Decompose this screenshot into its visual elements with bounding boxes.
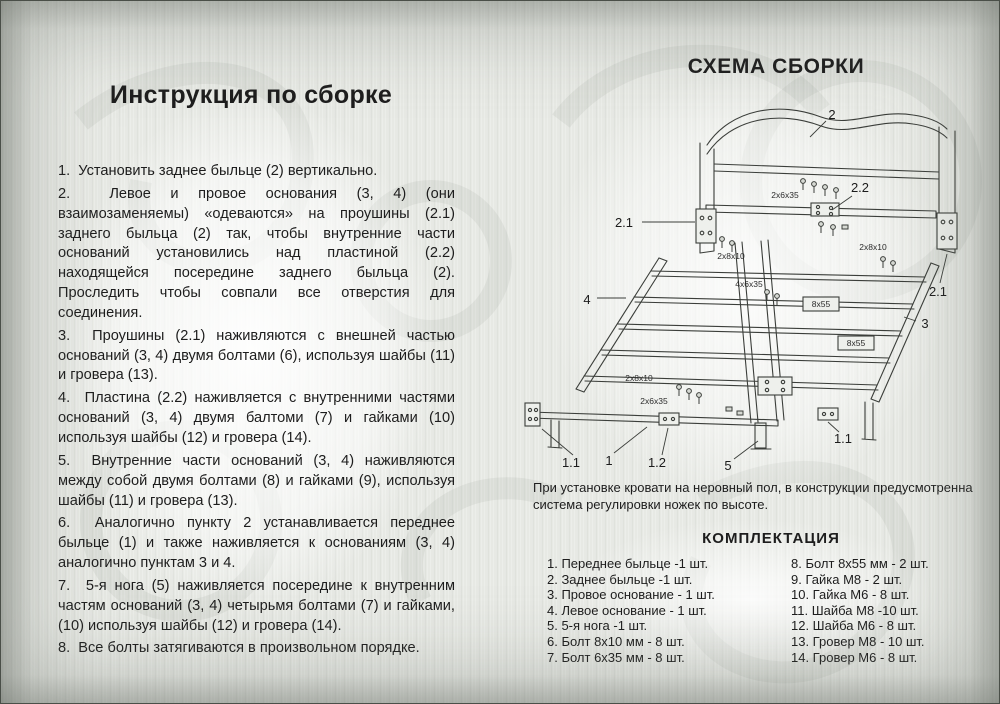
fifth-leg-drawing (750, 422, 772, 450)
side-rail-left-drawing (575, 257, 668, 393)
parts-list-item: 3. Провое основание - 1 шт. (547, 587, 715, 603)
instruction-step: 8. Все болты затягиваются в произвольном… (58, 640, 420, 657)
callout-1-1-left: 1.1 (562, 455, 580, 470)
callout-2-1-left: 2.1 (615, 215, 633, 230)
bolt-8x55-upper-box (802, 296, 840, 312)
dim-2x6x35-top: 2х6х35 (771, 190, 799, 200)
front-rail-drawing (524, 402, 779, 427)
callout-4: 4 (583, 292, 590, 307)
parts-list-item: 6. Болт 8х10 мм - 8 шт. (547, 633, 685, 649)
instructions-list: 1. Установить заднее быльце (2) вертикал… (58, 162, 455, 662)
leveling-note: При установке кровати на неровный пол, в… (533, 480, 973, 512)
mid-plate-drawing (658, 412, 680, 426)
parts-list-item: 1. Переднее быльце -1 шт. (547, 556, 709, 571)
bracket-left-drawing (695, 208, 717, 244)
parts-list-right: 8. Болт 8х55 мм - 2 шт. 9. Гайка М8 - 2 … (791, 556, 996, 665)
headboard-drawing (699, 108, 956, 254)
instructions-title: Инструкция по сборке (109, 81, 393, 109)
bolt-8x55-lower-box (837, 335, 875, 351)
parts-list-left: 1. Переднее быльце -1 шт. 2. Заднее быль… (547, 556, 787, 665)
parts-list-item: 13. Гровер М8 - 10 шт. (791, 633, 925, 649)
parts-list-item: 9. Гайка М8 - 2 шт. (791, 571, 903, 587)
dim-2x8x10-left: 2х8х10 (717, 251, 745, 261)
instruction-step: 5. Внутренние части оснований (3, 4) наж… (58, 452, 455, 509)
instruction-step: 2. Левое и провое основания (3, 4) (они … (58, 185, 455, 321)
instruction-step: 4. Пластина (2.2) наживляется с внутренн… (58, 390, 455, 446)
dim-8x55-lower: 8х55 (847, 338, 866, 348)
callout-1: 1 (605, 453, 612, 468)
diagram-dimensions: 2х6х35 2х8х10 2х8х10 4х6х35 8х55 8х55 2х… (625, 190, 887, 406)
parts-list-item: 10. Гайка М6 - 8 шт. (791, 587, 910, 603)
parts-list-item: 8. Болт 8х55 мм - 2 шт. (791, 556, 929, 571)
parts-list-item: 2. Заднее быльце -1 шт. (547, 571, 693, 587)
callout-5: 5 (724, 458, 731, 471)
callout-2-2: 2.2 (851, 180, 869, 195)
diagram-callouts: 2 2.1 2.1 2.2 4 3 1.1 1 1.2 5 1.1 (562, 107, 947, 471)
instruction-step: 6. Аналогично пункту 2 устанавливается п… (58, 515, 455, 572)
center-plate-drawing (757, 376, 793, 396)
dim-2x8x10-bottom: 2х8х10 (625, 373, 653, 383)
callout-2-1-right: 2.1 (929, 284, 947, 299)
parts-list-title: КОМПЛЕКТАЦИЯ (702, 530, 840, 547)
dim-2x8x10-right: 2х8х10 (859, 242, 887, 252)
parts-list-item: 12. Шайба М6 - 8 шт. (791, 618, 917, 634)
headboard-crossbar-drawing (705, 202, 937, 219)
callout-1-1-right: 1.1 (834, 431, 852, 446)
instruction-step: 1. Установить заднее быльце (2) вертикал… (58, 163, 378, 179)
assembly-diagram: 2 2.1 2.1 2.2 4 3 1.1 1 1.2 5 1.1 2х6х35… (524, 107, 958, 471)
parts-list-item: 4. Левое основание - 1 шт. (547, 602, 707, 618)
instruction-step: 3. Проушины (2.1) наживляются с внешней … (58, 327, 455, 384)
dim-8x55-upper: 8х55 (812, 299, 831, 309)
dim-2x6x35-bottom: 2х6х35 (640, 396, 668, 406)
instruction-step: 7. 5-я нога (5) наживляется посередине к… (58, 577, 455, 634)
parts-list-item: 5. 5-я нога -1 шт. (547, 618, 648, 634)
dim-4x6x35-center: 4х6х35 (735, 279, 763, 289)
scan-highlight-parts (516, 496, 986, 701)
parts-list-item: 7. Болт 6х35 мм - 8 шт. (547, 649, 685, 665)
slats-drawing (583, 270, 927, 391)
callout-1-2: 1.2 (648, 455, 666, 470)
callout-3: 3 (921, 316, 928, 331)
parts-list-item: 11. Шайба М8 -10 шт. (791, 602, 919, 618)
bracket-right-drawing (936, 212, 958, 250)
right-leg-drawing (817, 401, 877, 441)
callout-2: 2 (828, 107, 835, 122)
scan-highlight-left (16, 31, 486, 671)
callout-leader-lines (541, 120, 948, 460)
parts-list-item: 14. Гровер М6 - 8 шт. (791, 649, 918, 665)
diagram-title: СХЕМА СБОРКИ (687, 55, 865, 78)
